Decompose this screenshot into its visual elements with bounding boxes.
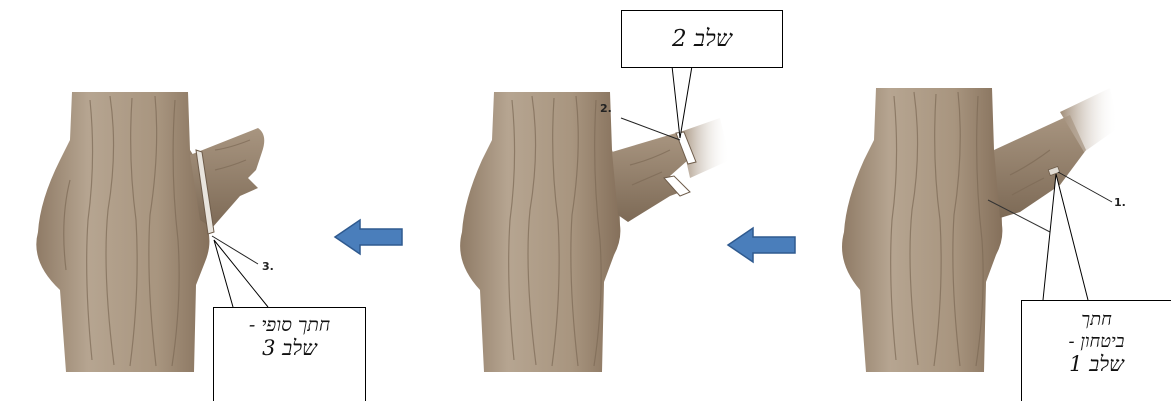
caption-step3: חתך סופי - שלב 3 (213, 307, 366, 401)
callout-pointer-step2 (671, 65, 693, 139)
caption-step3-line1: חתך סופי - (248, 314, 331, 336)
trunk (36, 92, 210, 372)
trunk (460, 92, 621, 372)
caption-step1: חתך ביטחון - שלב 1 (1021, 300, 1171, 401)
caption-step1-line2: ביטחון - (1068, 331, 1125, 352)
step-number-3: 3. (262, 260, 274, 273)
pointer-line-3 (211, 235, 259, 265)
branch-fade (1060, 88, 1118, 152)
caption-step3-line2: שלב 3 (262, 336, 317, 360)
caption-step1-line3: שלב 1 (1069, 352, 1124, 376)
bark-texture (63, 95, 251, 367)
step-number-1: 1. (1114, 196, 1126, 209)
arrow-left-icon (726, 226, 796, 264)
callout-pointer-step3 (213, 239, 269, 308)
bark-texture (508, 95, 671, 367)
tree-illustration-step2: 2. (460, 92, 730, 372)
bark-texture (890, 91, 1051, 367)
step-number-2: 2. (600, 102, 612, 115)
callout-pointer-step1 (1042, 173, 1089, 301)
safety-cut-mark (1047, 165, 1061, 177)
pointer-line-1 (1057, 171, 1113, 203)
caption-step2-text: שלב 2 (671, 26, 733, 52)
trunk (842, 88, 1003, 372)
tree-illustration-step3: 3. (36, 92, 274, 372)
cut-face (195, 149, 215, 235)
pointer-line-2 (620, 117, 681, 141)
caption-step2: שלב 2 (621, 10, 783, 68)
arrow-left-icon (333, 218, 403, 256)
collar-line (987, 199, 1051, 233)
caption-step1-line1: חתך (1081, 309, 1112, 330)
cut-notch (663, 175, 691, 197)
tree-illustration-step1: 1. (842, 88, 1126, 372)
